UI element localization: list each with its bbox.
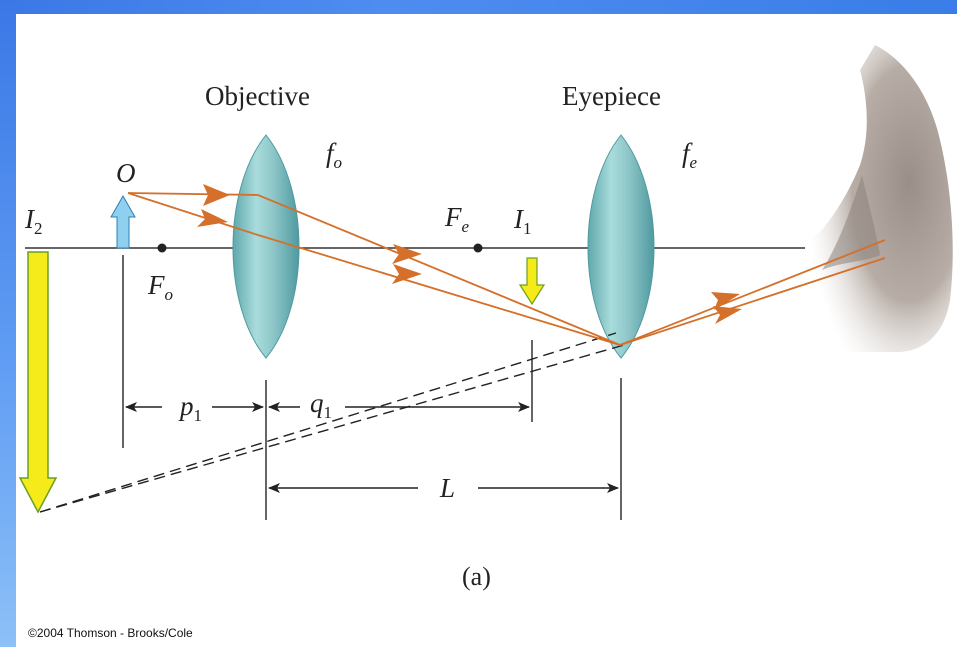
ray-arrowhead (392, 264, 422, 284)
i2-label: I2 (24, 204, 43, 238)
frame-top-bar (0, 0, 957, 14)
frame-left-bar (0, 0, 16, 647)
fo-point-label: Fo (147, 270, 173, 304)
eyepiece-label: Eyepiece (562, 81, 661, 111)
viewer-face (805, 45, 953, 352)
ray-arrowhead (203, 184, 230, 206)
figure-caption: (a) (462, 562, 491, 591)
eyepiece-lens (587, 134, 655, 359)
image-i1-arrow (518, 257, 546, 306)
q1-label: q1 (310, 388, 332, 422)
objective-label: Objective (205, 81, 310, 111)
ray-arrowhead (711, 292, 740, 310)
focal-point-fe (473, 243, 483, 253)
fe-focal-length-label: fe (682, 138, 698, 172)
ray-arrowhead (197, 209, 228, 227)
p1-label: p1 (178, 391, 202, 425)
objective-lens (232, 134, 300, 359)
l-label: L (439, 473, 455, 503)
fe-point-label: Fe (444, 202, 470, 236)
ray-upper (127, 192, 886, 346)
copyright-notice: ©2004 Thomson - Brooks/Cole (28, 626, 193, 640)
fo-focal-length-label: fo (326, 138, 342, 172)
object-arrow (110, 194, 136, 249)
ray-lower (127, 192, 886, 346)
ray-arrowhead (392, 244, 422, 264)
object-label: O (116, 158, 136, 188)
i1-label: I1 (513, 204, 532, 238)
ray-arrowhead (713, 306, 742, 324)
image-i2-arrow (18, 251, 58, 514)
virtual-ray-2 (39, 344, 625, 513)
viewer-nose (822, 175, 880, 270)
focal-point-fo (157, 243, 167, 253)
virtual-ray-1 (39, 332, 617, 513)
